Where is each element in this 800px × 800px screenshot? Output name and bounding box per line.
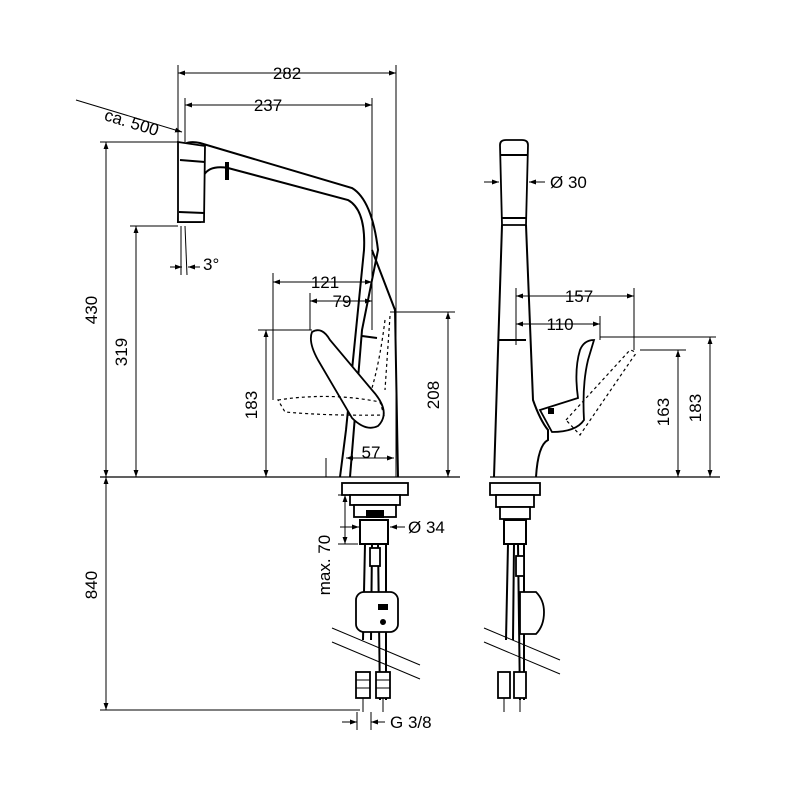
- dim-label-237: 237: [254, 96, 282, 115]
- dim-label-79: 79: [333, 292, 352, 311]
- hose-weight-side: [519, 591, 545, 635]
- dim-label-shank-diameter: Ø 34: [408, 518, 445, 537]
- spray-head: [177, 140, 206, 223]
- dim-label-pullout: ca. 500: [102, 106, 161, 140]
- dim-label-183-front: 183: [242, 391, 261, 419]
- dim-label-208: 208: [424, 381, 443, 409]
- lever-front: [309, 329, 385, 429]
- spray-head-joint: [225, 162, 229, 180]
- faucet-body-side: [493, 224, 549, 478]
- front-dimensions: 282 237 ca. 500 430 319 3° 121 79 183: [75, 64, 455, 732]
- lever-alt-position: [277, 395, 385, 416]
- dim-label-157: 157: [565, 287, 593, 306]
- connector-right: [375, 671, 391, 699]
- break-line: [331, 627, 421, 666]
- dim-label-163: 163: [654, 398, 673, 426]
- front-view: [100, 140, 460, 712]
- hose-weight: [355, 591, 399, 633]
- dim-label-282: 282: [273, 64, 301, 83]
- connector-left: [355, 671, 371, 699]
- dim-label-110: 110: [546, 315, 573, 334]
- dim-label-shank: max. 70: [315, 535, 334, 595]
- dim-label-183-side: 183: [686, 394, 705, 422]
- side-dimensions: Ø 30 157 110 163 183: [484, 173, 716, 477]
- lever-side-alt-position: [565, 349, 636, 436]
- base-plate: [341, 482, 409, 496]
- dim-label-319: 319: [112, 338, 131, 366]
- dim-label-connection: G 3/8: [390, 713, 432, 732]
- dim-label-angle: 3°: [203, 255, 219, 274]
- shank: [359, 519, 389, 545]
- dim-label-57: 57: [362, 443, 381, 462]
- dim-label-840: 840: [82, 571, 101, 599]
- dim-line-pullout: [75, 99, 183, 133]
- side-view: [483, 139, 720, 712]
- dim-label-head-diameter: Ø 30: [550, 173, 587, 192]
- spray-head-side: [499, 139, 529, 226]
- dim-label-430: 430: [82, 296, 101, 324]
- dim-label-121: 121: [311, 273, 339, 292]
